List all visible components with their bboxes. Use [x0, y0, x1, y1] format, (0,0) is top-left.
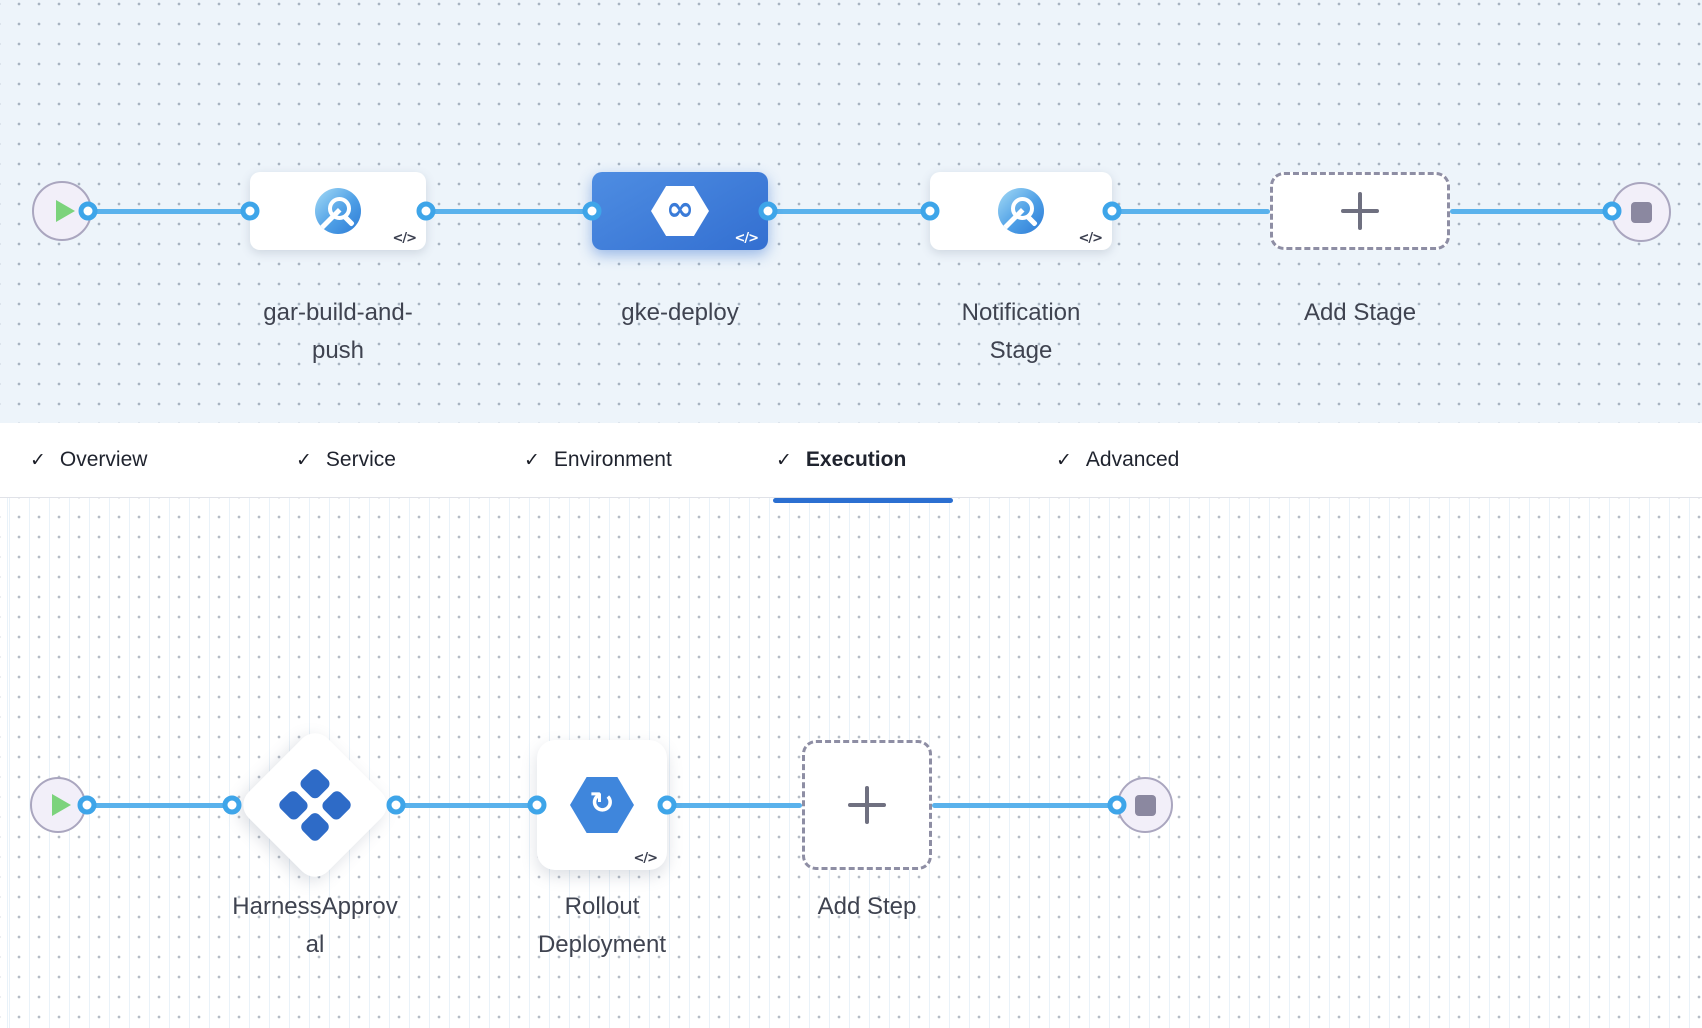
- port-handle[interactable]: [78, 201, 98, 221]
- connector-line: [87, 803, 232, 808]
- step-label-rollout-deployment: Rollout Deployment: [537, 893, 667, 958]
- add-step-button[interactable]: [802, 740, 932, 870]
- port-handle[interactable]: [1602, 201, 1622, 221]
- stage-label-gke-deploy: gke-deploy: [621, 299, 739, 326]
- stage-label-notification-stage: Notification Stage: [961, 299, 1081, 364]
- plus-icon: [848, 786, 886, 824]
- port-handle[interactable]: [77, 795, 97, 815]
- play-icon: [55, 200, 75, 222]
- tab-execution[interactable]: ✓ Execution: [776, 448, 907, 471]
- port-handle[interactable]: [657, 795, 677, 815]
- add-stage-label: Add Stage: [1303, 299, 1417, 326]
- step-label-harness-approval: HarnessApprov al: [232, 893, 398, 958]
- port-handle[interactable]: [222, 795, 242, 815]
- execution-end-node: [1117, 777, 1173, 833]
- port-handle[interactable]: [582, 201, 602, 221]
- yaml-code-icon: </>: [734, 231, 759, 246]
- stage-label-gar-build-and-push: gar-build-and- push: [263, 299, 413, 364]
- port-handle[interactable]: [240, 201, 260, 221]
- connector-line: [932, 803, 1117, 808]
- custom-stage-icon: [315, 188, 361, 234]
- add-step-label: Add Step: [817, 893, 917, 920]
- step-card-harness-approval[interactable]: [235, 725, 395, 885]
- tab-service[interactable]: ✓ Service: [296, 448, 396, 471]
- port-handle[interactable]: [386, 795, 406, 815]
- step-card-rollout-deployment[interactable]: ↻ </>: [537, 740, 667, 870]
- rollout-deployment-icon: ↻: [570, 777, 634, 833]
- port-handle[interactable]: [920, 201, 940, 221]
- check-icon: ✓: [296, 449, 312, 471]
- port-handle[interactable]: [1107, 795, 1127, 815]
- connector-line: [396, 803, 537, 808]
- check-icon: ✓: [1056, 449, 1072, 471]
- check-icon: ✓: [776, 449, 792, 471]
- stage-pipeline-canvas: </> ∞ </> </> gar-build-and- push gke-de…: [0, 0, 1702, 423]
- port-handle[interactable]: [527, 795, 547, 815]
- stage-card-gar-build-and-push[interactable]: </>: [250, 172, 426, 250]
- yaml-code-icon: </>: [392, 231, 417, 246]
- stage-config-tabbar: ✓ Overview ✓ Service ✓ Environment ✓ Exe…: [0, 423, 1702, 503]
- stop-icon: [1630, 201, 1652, 223]
- connector-line: [1112, 209, 1270, 214]
- check-icon: ✓: [524, 449, 540, 471]
- deploy-stage-icon: ∞: [651, 186, 709, 236]
- port-handle[interactable]: [758, 201, 778, 221]
- add-stage-button[interactable]: [1270, 172, 1450, 250]
- active-tab-indicator: [773, 498, 953, 503]
- play-icon: [51, 794, 71, 816]
- tab-advanced[interactable]: ✓ Advanced: [1056, 448, 1180, 471]
- approval-step-icon: [276, 766, 354, 844]
- stop-icon: [1134, 794, 1156, 816]
- stage-card-gke-deploy[interactable]: ∞ </>: [592, 172, 768, 250]
- execution-steps-canvas: ↻ </> HarnessApprov al Rollout Deploymen…: [0, 498, 1702, 1028]
- connector-line: [768, 209, 930, 214]
- port-handle[interactable]: [1102, 201, 1122, 221]
- connector-line: [667, 803, 802, 808]
- custom-stage-icon: [998, 188, 1044, 234]
- plus-icon: [1341, 192, 1379, 230]
- connector-line: [426, 209, 592, 214]
- connector-line: [88, 209, 250, 214]
- tab-environment[interactable]: ✓ Environment: [524, 448, 672, 471]
- yaml-code-icon: </>: [1078, 231, 1103, 246]
- connector-line: [1450, 209, 1612, 214]
- stage-card-notification-stage[interactable]: </>: [930, 172, 1112, 250]
- port-handle[interactable]: [416, 201, 436, 221]
- execution-start-node: [30, 777, 86, 833]
- yaml-code-icon: </>: [633, 851, 658, 866]
- check-icon: ✓: [30, 449, 46, 471]
- tab-overview[interactable]: ✓ Overview: [30, 448, 148, 471]
